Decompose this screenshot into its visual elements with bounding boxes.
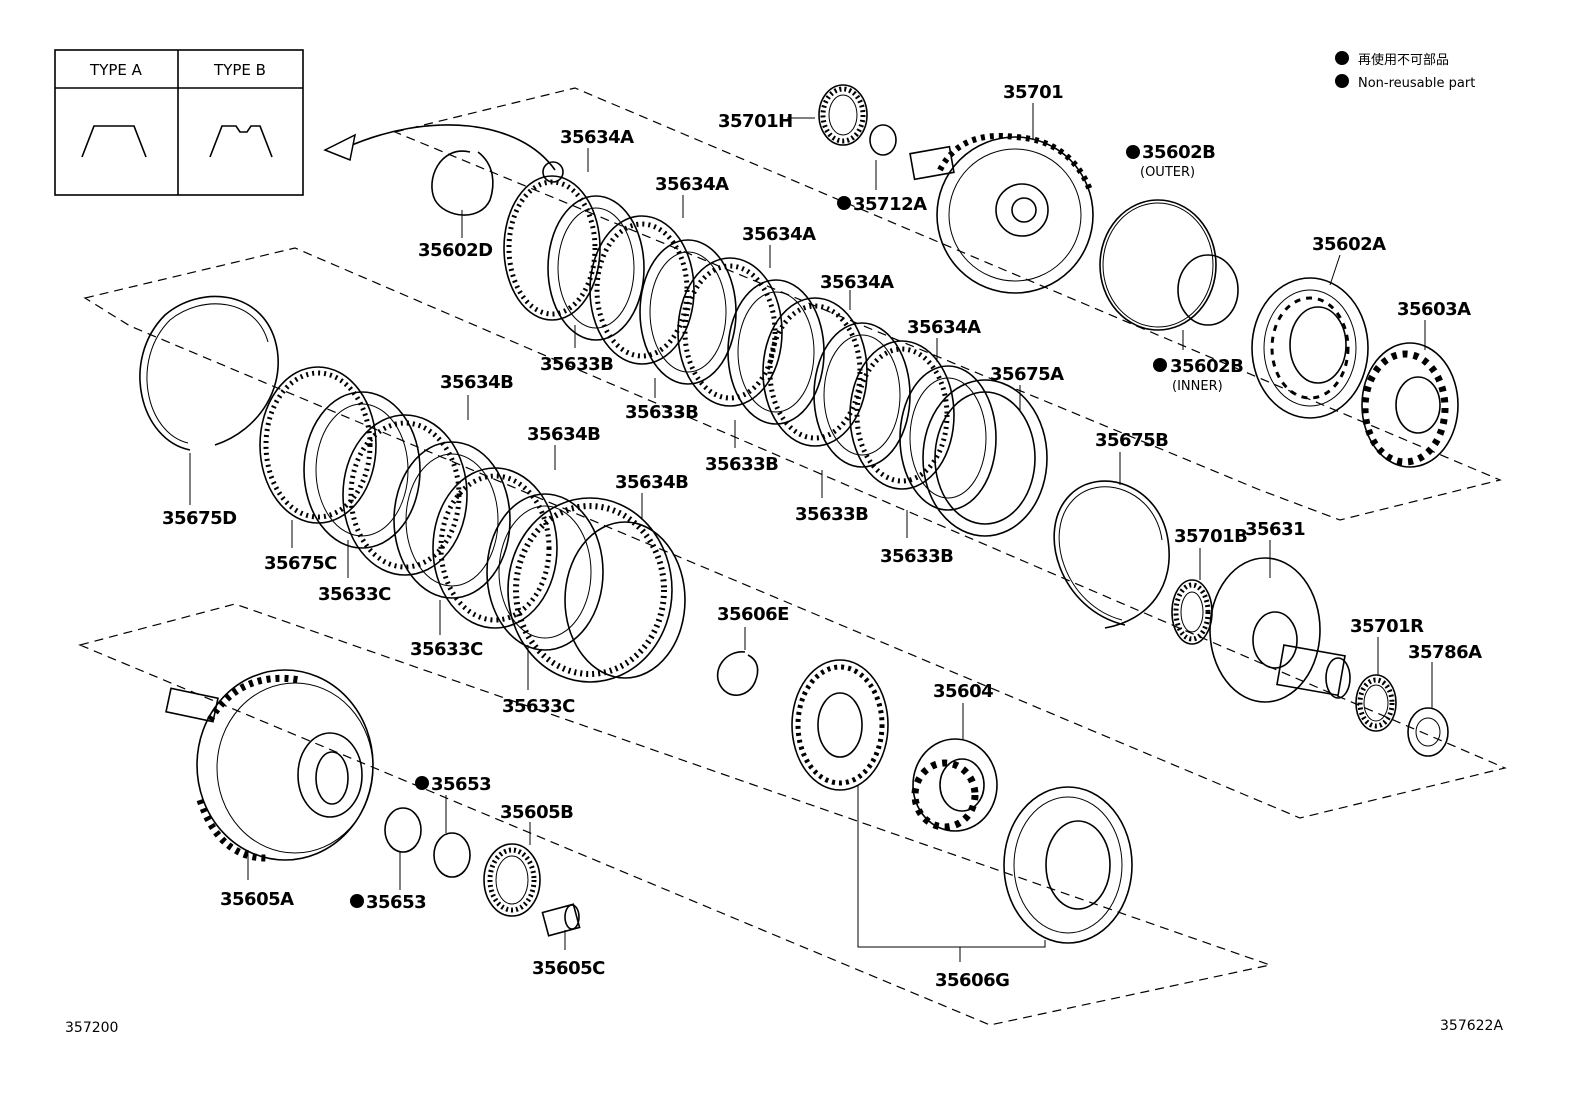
piston-35602A [1251, 277, 1369, 419]
part-label[interactable]: 35634A [907, 317, 982, 338]
thrust-bearing-35605B [483, 843, 541, 917]
snap-ring-35675B [1053, 480, 1170, 629]
thrust-bearing-35701R [1355, 674, 1397, 732]
part-label[interactable]: 35633B [540, 354, 614, 375]
part-label[interactable]: 35633B [625, 402, 699, 423]
clutch-hub-35631 [1209, 557, 1351, 703]
part-label[interactable]: 35633B [705, 454, 779, 475]
part-label[interactable]: 35605A [220, 889, 295, 910]
diagram-code-left: 357200 [65, 1020, 118, 1036]
upper-clutch-pack [503, 175, 1048, 537]
non-reusable-marker [415, 776, 429, 790]
part-label[interactable]: 35631 [1245, 519, 1306, 540]
part-label[interactable]: 35634B [440, 372, 514, 393]
reference-arrow [344, 124, 556, 171]
type-b-heading: TYPE B [213, 61, 266, 79]
part-note: (OUTER) [1140, 165, 1195, 180]
o-ring-35712A [869, 124, 897, 156]
part-label[interactable]: 35634A [655, 174, 730, 195]
part-label[interactable]: 35633C [502, 696, 576, 717]
part-label[interactable]: 35606E [717, 604, 789, 625]
snap-ring-35675D [139, 295, 279, 451]
non-reusable-marker [837, 196, 851, 210]
snap-ring-35606E [716, 651, 759, 696]
piston-assembly-35606G [791, 659, 1133, 944]
part-label[interactable]: 35602A [1312, 234, 1387, 255]
type-a-heading: TYPE A [89, 61, 143, 79]
needle-bearing-35605C [541, 903, 581, 937]
part-label[interactable]: 35634B [615, 472, 689, 493]
non-reusable-marker [1153, 358, 1167, 372]
type-table: TYPE A TYPE B [54, 49, 304, 196]
o-ring-35602B-outer [1099, 199, 1217, 331]
type-a-profile [81, 125, 147, 158]
pressure-plate-35675A [922, 379, 1048, 537]
part-label[interactable]: 35634B [527, 424, 601, 445]
non-reusable-marker [1126, 145, 1140, 159]
part-label[interactable]: 35633B [795, 504, 869, 525]
part-label[interactable]: 35634A [560, 127, 635, 148]
lower-clutch-pack [259, 366, 686, 683]
part-label[interactable]: 35675D [162, 508, 237, 529]
o-ring-35653-lower [384, 807, 422, 853]
clutch-drum-35605A [165, 669, 374, 862]
snap-ring-35602D [431, 150, 494, 216]
part-label[interactable]: 35653 [366, 892, 427, 913]
leader-lines [189, 103, 1433, 962]
part-label[interactable]: 35701B [1174, 526, 1248, 547]
clutch-drum-35701 [909, 133, 1094, 294]
part-label[interactable]: 35602D [418, 240, 493, 261]
part-label[interactable]: 35701R [1350, 616, 1425, 637]
part-label[interactable]: 35786A [1408, 642, 1483, 663]
part-note: (INNER) [1172, 379, 1223, 394]
diagram-code-right: 357622A [1440, 1018, 1503, 1034]
part-label[interactable]: 35606G [935, 970, 1010, 991]
legend: 再使用不可部品 Non-reusable part [1335, 51, 1475, 91]
spring-retainer-35603A [1361, 342, 1459, 468]
part-labels: 35701H 35701 35634A 35634A 35634A 35634A… [162, 82, 1483, 991]
non-reusable-marker [350, 894, 364, 908]
type-b-profile [209, 125, 273, 158]
part-label[interactable]: 35603A [1397, 299, 1472, 320]
bearing-race-35786A [1407, 707, 1449, 757]
lower-group-outline [78, 603, 1273, 1026]
thrust-bearing-35701B [1171, 579, 1213, 645]
middle-group-outline [83, 247, 1507, 819]
part-label[interactable]: 35602B [1170, 356, 1244, 377]
legend-japanese: 再使用不可部品 [1358, 52, 1449, 68]
part-label[interactable]: 35633B [880, 546, 954, 567]
part-label[interactable]: 35675C [264, 553, 338, 574]
part-label[interactable]: 35633C [410, 639, 484, 660]
part-label[interactable]: 35675A [990, 364, 1065, 385]
thrust-bearing-35701H [818, 84, 868, 146]
upper-group-outline [393, 87, 1502, 521]
part-label[interactable]: 35633C [318, 584, 392, 605]
part-label[interactable]: 35653 [431, 774, 492, 795]
part-label[interactable]: 35605C [532, 958, 606, 979]
o-ring-35653-upper [433, 832, 471, 878]
part-label[interactable]: 35712A [853, 194, 928, 215]
legend-english: Non-reusable part [1358, 76, 1475, 91]
part-label[interactable]: 35602B [1142, 142, 1216, 163]
part-label[interactable]: 35675B [1095, 430, 1169, 451]
o-ring-35602B-inner [1177, 254, 1239, 326]
part-label[interactable]: 35604 [933, 681, 994, 702]
part-label[interactable]: 35634A [742, 224, 817, 245]
part-label[interactable]: 35701H [718, 111, 793, 132]
part-label[interactable]: 35634A [820, 272, 895, 293]
part-label[interactable]: 35701 [1003, 82, 1064, 103]
part-label[interactable]: 35605B [500, 802, 574, 823]
spring-retainer-35604 [911, 738, 998, 832]
